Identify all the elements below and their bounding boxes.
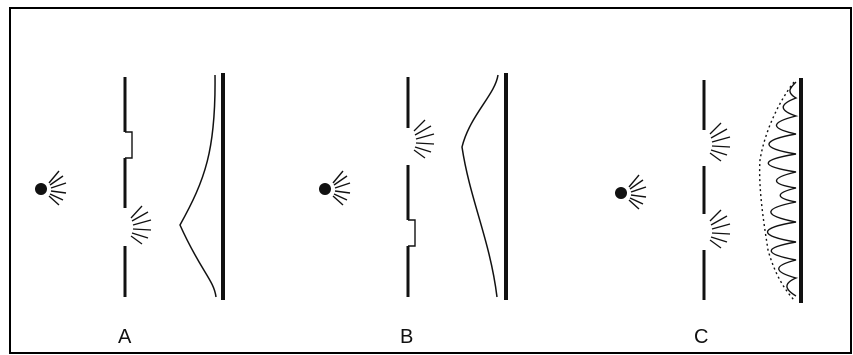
panel-c: [615, 78, 801, 303]
panel-a: [35, 73, 223, 300]
interference-fringes-c: [768, 82, 797, 296]
slit-waves-a: [131, 206, 151, 244]
light-source-c: [615, 175, 646, 209]
panel-b: [319, 73, 506, 300]
light-source-a: [35, 171, 66, 205]
panel-label-b: B: [400, 326, 413, 349]
intensity-curve-a: [180, 75, 216, 297]
intensity-curve-b: [462, 75, 498, 297]
slit-barrier-b: [408, 77, 415, 297]
figure-border: [10, 8, 851, 353]
slit-waves-c-lower: [710, 210, 730, 248]
envelope-curve-c: [760, 82, 794, 300]
light-source-b: [319, 171, 350, 205]
panel-label-c: C: [694, 326, 708, 349]
slit-waves-b: [414, 120, 434, 158]
panel-label-a: A: [118, 326, 131, 349]
slit-waves-c-upper: [710, 123, 730, 161]
slit-barrier-a: [125, 77, 132, 297]
